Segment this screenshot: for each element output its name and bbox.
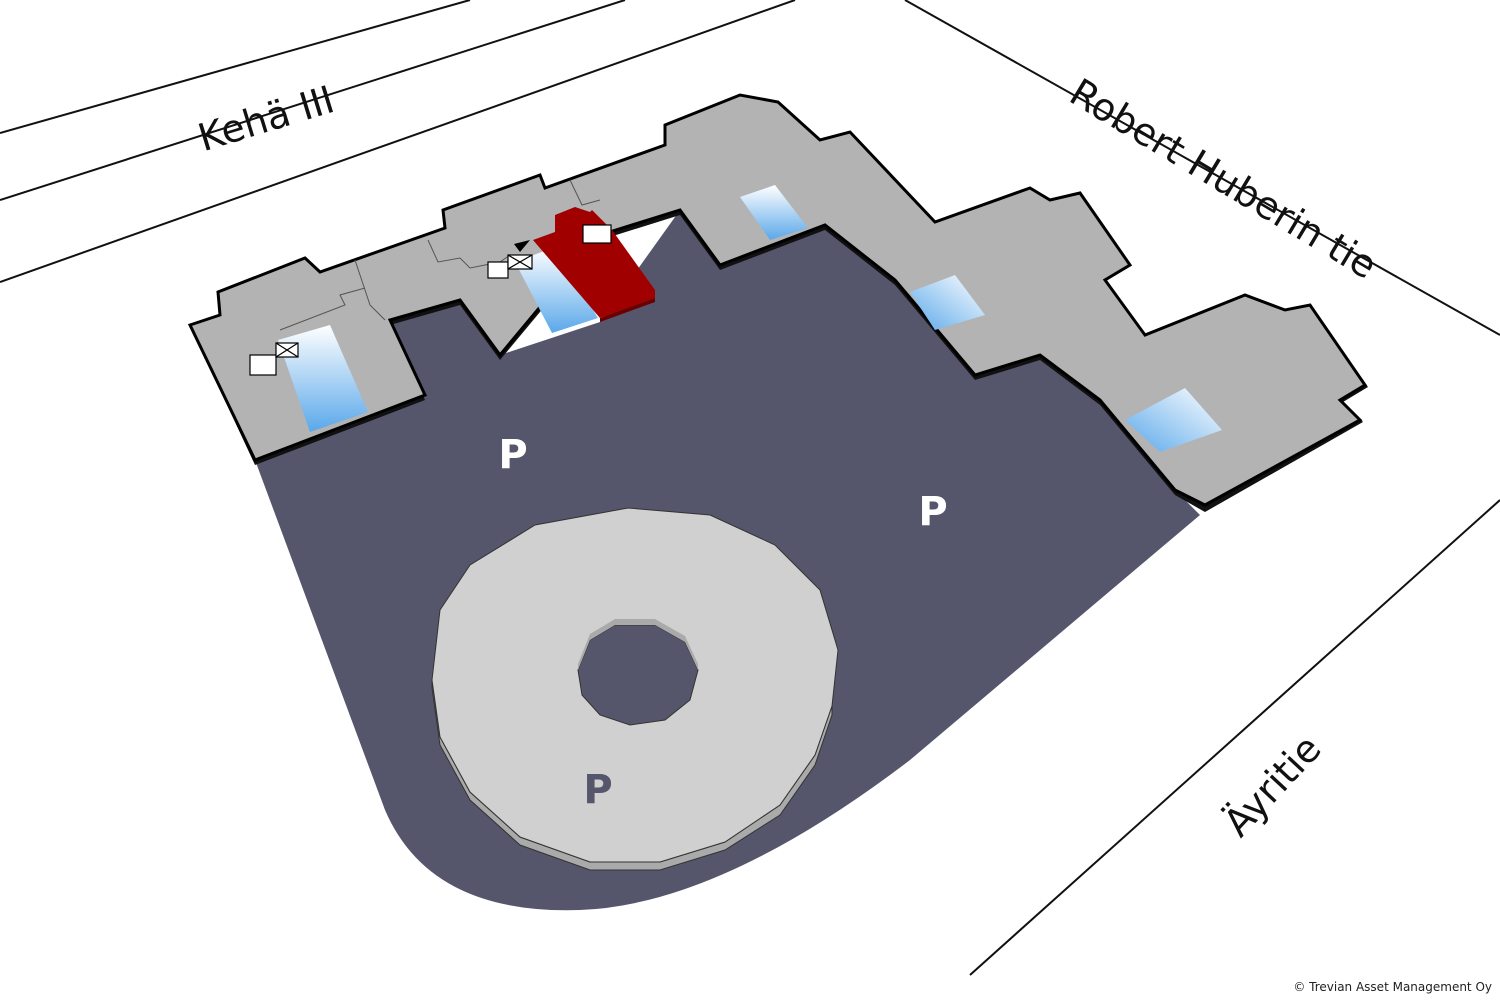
parking-deck (431, 507, 839, 863)
street-edge (0, 0, 471, 134)
parking-label-deck: P (583, 767, 612, 813)
atrium-north (740, 185, 808, 240)
street-edge (969, 499, 1500, 976)
stairs-icon (249, 354, 277, 376)
toilet-icon (582, 224, 612, 244)
stair-symbols (249, 224, 612, 376)
atrium-center (515, 247, 598, 333)
stairs-icon (487, 261, 509, 279)
copyright-notice: © Trevian Asset Management Oy (1293, 980, 1492, 994)
building (187, 93, 1368, 507)
street-edge (0, 0, 626, 201)
parking-label-east: P (918, 489, 947, 535)
street-lines (0, 0, 1500, 976)
atrium-west (278, 325, 368, 432)
street-edge (0, 0, 796, 283)
interior-walls (279, 179, 601, 331)
atrium-east (910, 275, 985, 330)
highlighted-unit-edge (600, 298, 655, 322)
street-edge (904, 0, 1500, 336)
atrium-southeast (1125, 388, 1222, 452)
highlighted-unit (533, 207, 655, 318)
deck-hole-edge (578, 619, 698, 670)
parking-label-north: P (498, 432, 527, 478)
entrance-arrow-icon (514, 240, 530, 252)
